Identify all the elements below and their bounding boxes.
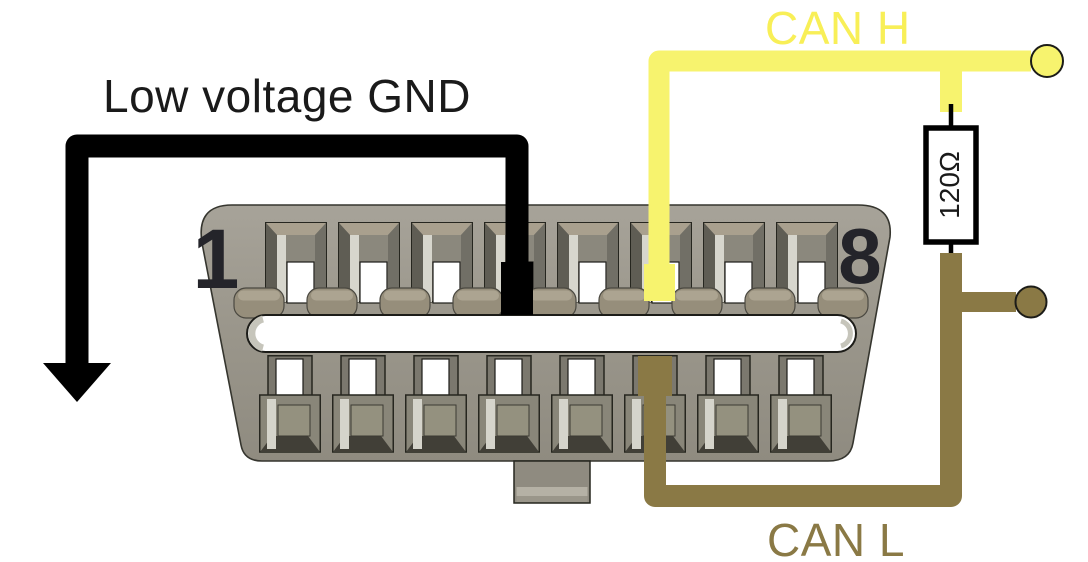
gnd-pin-contact [501, 262, 533, 315]
pin-slot-10 [332, 355, 394, 453]
pin-slot-16 [770, 355, 832, 453]
can-h-wire [644, 44, 1064, 301]
can-l-wire-path [644, 253, 962, 507]
can-h-terminal [1030, 44, 1064, 78]
roller [744, 287, 796, 319]
roller [598, 287, 650, 319]
center-blade-slot [246, 314, 857, 353]
connector-key-tab [513, 460, 591, 504]
roller [671, 287, 723, 319]
pin-slot-12 [478, 355, 540, 453]
pin-slot-11 [405, 355, 467, 453]
termination-resistor: 120Ω [923, 104, 979, 260]
can-h-wire-path [648, 50, 1031, 300]
blade-slot-left-shadow [248, 315, 265, 352]
pin-number-8: 8 [838, 212, 881, 300]
roller [306, 287, 358, 319]
pin-slot-9 [259, 355, 321, 453]
roller [452, 287, 504, 319]
resistor-value-label: 120Ω [934, 151, 965, 219]
gnd-arrowhead-icon [43, 363, 111, 402]
contact-rollers [233, 287, 869, 319]
pin-slot-13 [551, 355, 613, 453]
gnd-wire-path [65, 134, 529, 371]
resistor-body [923, 125, 979, 245]
pin-number-1: 1 [193, 212, 240, 306]
can-l-pin-contact [638, 356, 672, 396]
pin-slot-15 [697, 355, 759, 453]
roller [525, 287, 577, 319]
obd2-connector: 1 8 [193, 204, 891, 504]
roller [379, 287, 431, 319]
blade-slot-right-shadow [840, 318, 853, 349]
can-l-label: CAN L [767, 514, 905, 562]
can-l-wire [638, 253, 1048, 507]
can-h-pin-contact [644, 264, 675, 301]
gnd-wire [43, 134, 533, 402]
gnd-label: Low voltage GND [103, 70, 471, 122]
can-h-label: CAN H [765, 2, 911, 54]
roller [233, 287, 285, 319]
can-l-terminal [1014, 285, 1048, 319]
